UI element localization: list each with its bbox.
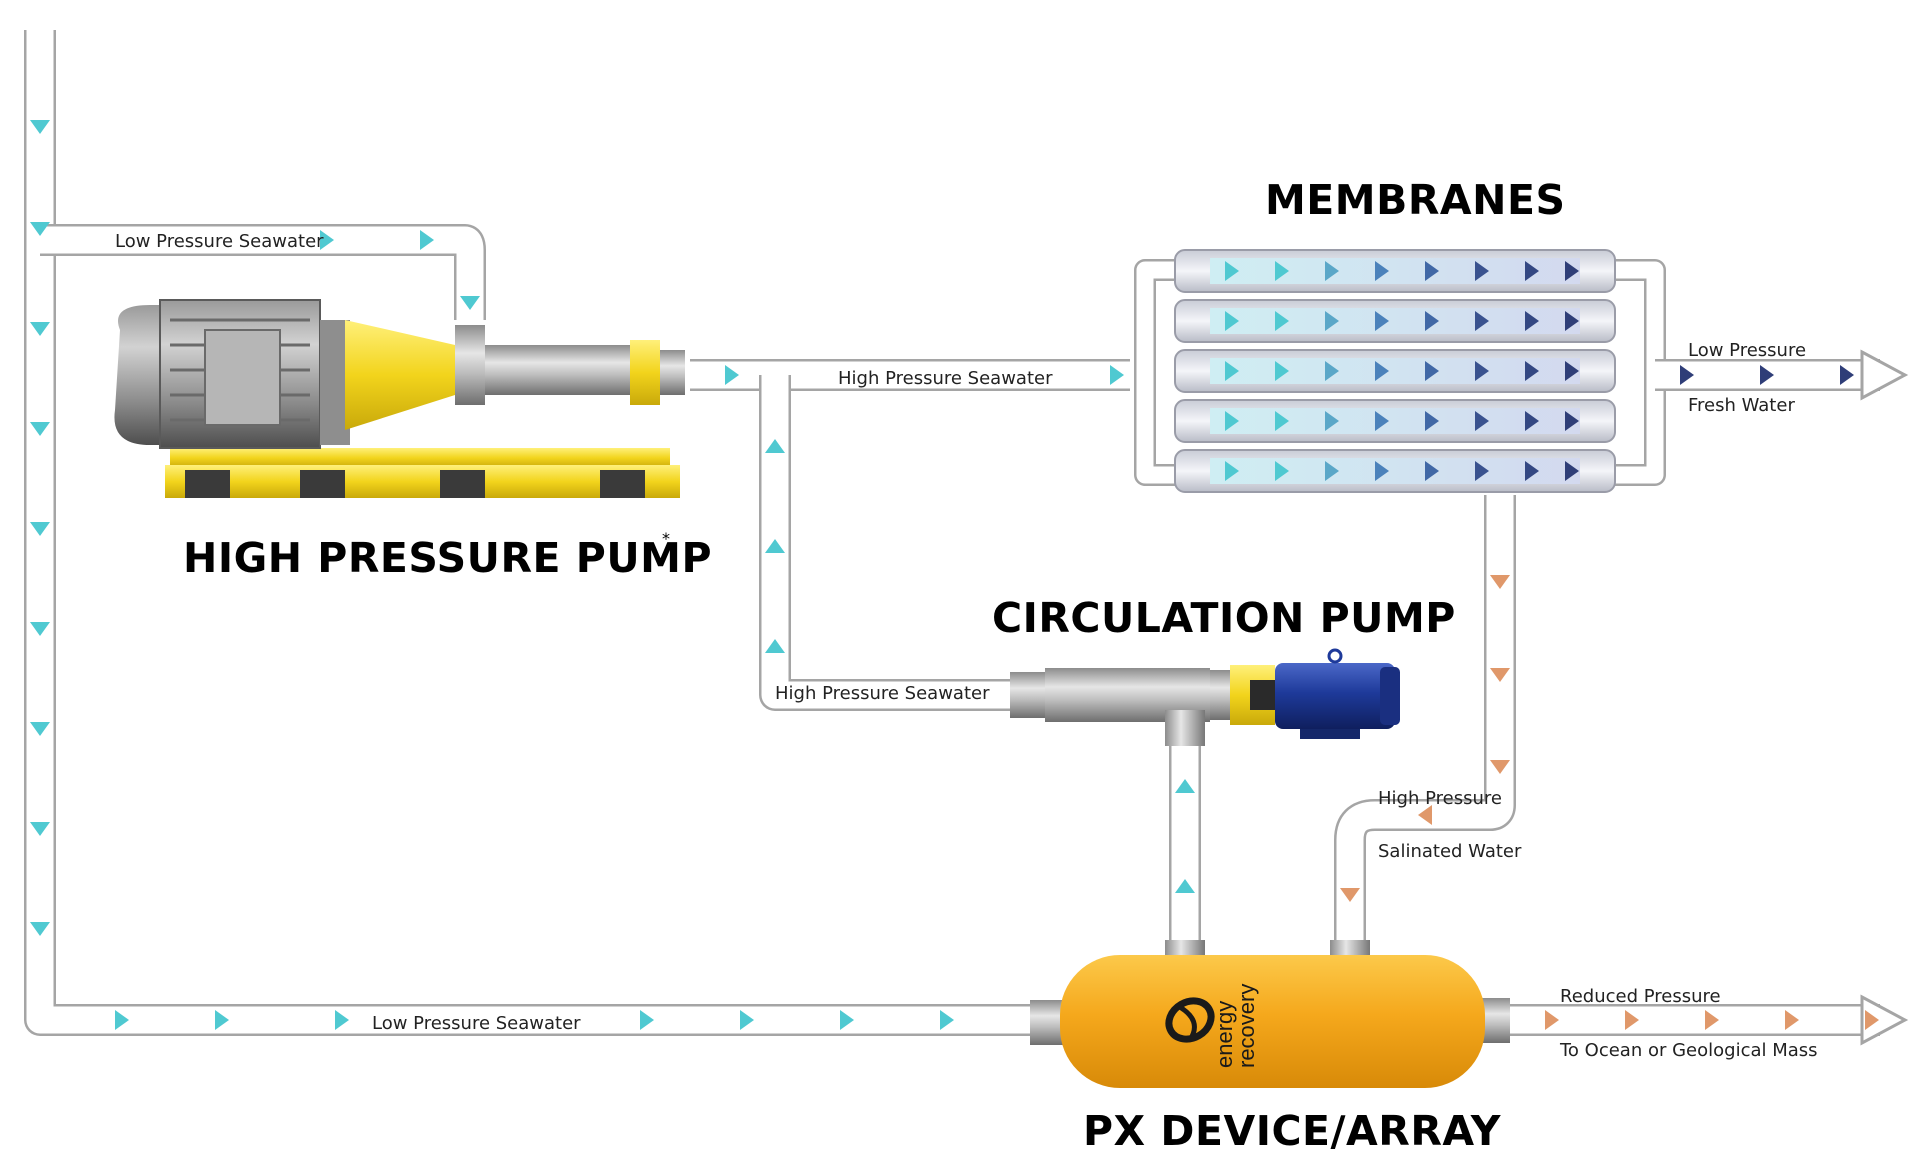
low-pressure-seawater-bottom-label: Low Pressure Seawater: [372, 1013, 581, 1034]
px-device-title: PX DEVICE/ARRAY: [1083, 1107, 1502, 1155]
reject-label-line1: Reduced Pressure: [1560, 986, 1721, 1007]
brine-label-line1: High Pressure: [1378, 788, 1502, 809]
reject-outlet-arrowhead: [1860, 994, 1909, 1046]
px-logo-line1: energy: [1212, 1001, 1237, 1068]
px-logo-line2: recovery: [1234, 984, 1259, 1068]
fresh-water-label-line2: Fresh Water: [1688, 395, 1795, 416]
circulation-pump-title: CIRCULATION PUMP: [992, 594, 1456, 642]
high-pressure-pump-title: HIGH PRESSURE PUMP: [183, 534, 712, 582]
fresh-water-outlet-arrowhead: [1860, 349, 1909, 401]
membranes-title: MEMBRANES: [1265, 176, 1566, 224]
membrane-array-graphic: [1174, 249, 1616, 493]
fresh-water-label-line1: Low Pressure: [1688, 340, 1806, 361]
reject-label-line2: To Ocean or Geological Mass: [1559, 1040, 1818, 1061]
high-pressure-pump-footnote-mark: *: [662, 529, 670, 548]
brine-label-line2: Salinated Water: [1378, 841, 1522, 862]
px-device-graphic: [1030, 940, 1510, 1088]
high-pressure-pump-graphic: [114, 299, 685, 498]
low-pressure-seawater-top-label: Low Pressure Seawater: [115, 231, 324, 252]
high-pressure-seawater-main-label: High Pressure Seawater: [838, 368, 1053, 389]
high-pressure-seawater-circ-label: High Pressure Seawater: [775, 683, 990, 704]
circulation-pump-graphic: [1010, 648, 1400, 746]
